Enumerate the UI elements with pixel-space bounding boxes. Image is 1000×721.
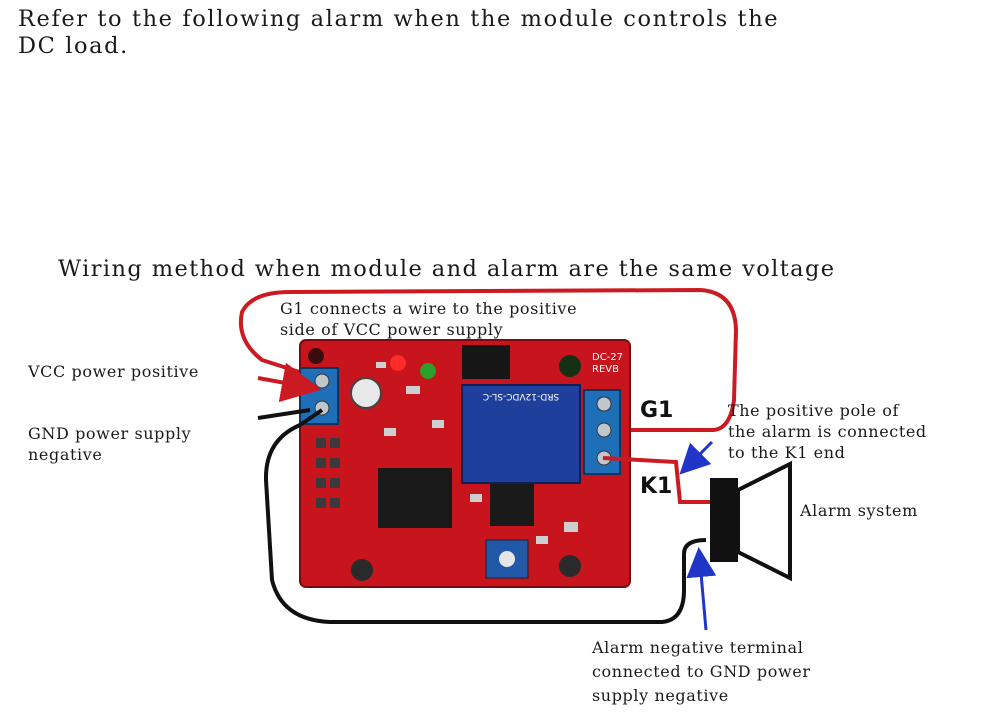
intro-text: Refer to the following alarm when the mo… bbox=[18, 6, 780, 59]
relay-marking: SRD-12VDC-SL-C bbox=[483, 391, 559, 401]
g1-red-wire bbox=[239, 287, 739, 432]
k1-terminal-label: K1 bbox=[640, 474, 673, 499]
vcc-positive-label: VCC power positive bbox=[28, 362, 199, 381]
gnd-alarm-pointer-arrow bbox=[686, 547, 717, 631]
gnd-negative-label: GND power supply negative bbox=[28, 424, 192, 464]
k1-red-wire bbox=[602, 456, 712, 504]
relay-module-board: SRD-12VDC-SL-C DC-27 REVB bbox=[299, 339, 631, 588]
k1-pointer-arrow bbox=[679, 440, 714, 475]
g1-wire-note: G1 connects a wire to the positive side … bbox=[280, 299, 578, 339]
vcc-pointer-arrow bbox=[257, 362, 322, 403]
g1-terminal-label: G1 bbox=[640, 398, 674, 423]
alarm-positive-note: The positive pole of the alarm is connec… bbox=[728, 401, 927, 462]
gnd-label-wire bbox=[257, 408, 311, 420]
alarm-speaker-icon bbox=[710, 460, 792, 582]
diagram-heading: Wiring method when module and alarm are … bbox=[58, 256, 836, 282]
board-marking: DC-27 REVB bbox=[592, 352, 626, 375]
gnd-black-wire bbox=[263, 408, 707, 624]
alarm-system-label: Alarm system bbox=[800, 501, 918, 520]
alarm-negative-note: Alarm negative terminal connected to GND… bbox=[592, 638, 811, 705]
